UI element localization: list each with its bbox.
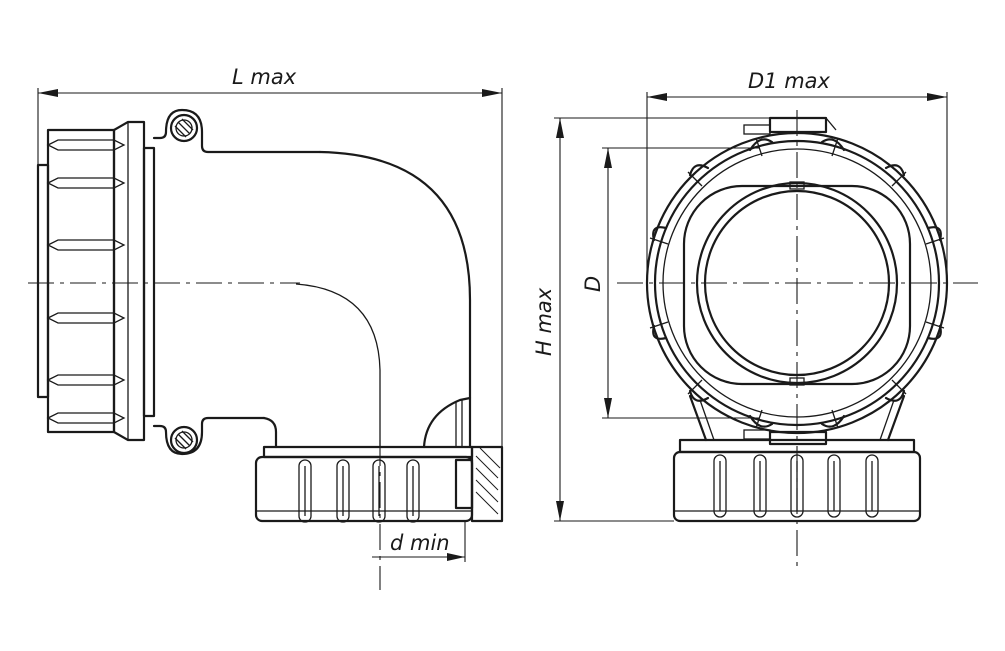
dimension-d1-max: D1 max <box>646 69 948 283</box>
label-h-max: H max <box>532 287 556 356</box>
label-d-min: d min <box>390 531 450 555</box>
elbow-body <box>262 150 472 449</box>
dimension-l-max: L max <box>37 65 503 447</box>
front-view <box>617 110 978 570</box>
coupling-nut <box>36 120 156 442</box>
cable-gland <box>254 445 504 523</box>
label-d1-max: D1 max <box>748 69 831 93</box>
flange <box>152 108 322 456</box>
label-l-max: L max <box>232 65 297 89</box>
label-d: D <box>581 276 605 292</box>
screw-icon <box>169 425 199 455</box>
dimension-h-max: H max <box>532 117 770 522</box>
side-view <box>28 108 504 590</box>
dimension-d-min: d min <box>372 521 466 562</box>
dimension-d: D <box>581 147 760 419</box>
screw-icon <box>169 113 199 143</box>
